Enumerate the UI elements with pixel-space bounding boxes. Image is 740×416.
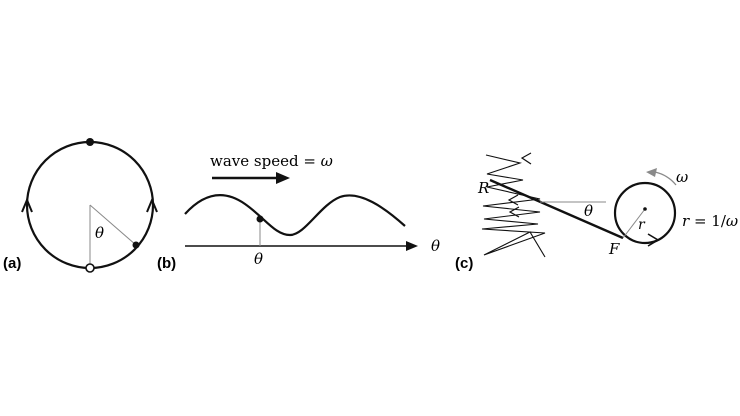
zigzag-arrow-1 [520,152,532,165]
omega-label: ω [676,168,688,186]
top-dot [86,138,94,146]
panel-label-a: (a) [3,255,21,272]
angle-ray [89,204,137,246]
zigzag-trace [481,154,546,258]
rotor-radius [622,208,646,239]
rotor-direction-arrow [647,233,660,247]
theta-tick-label: θ [254,250,263,268]
radius-label: r [638,217,646,233]
panel-label-c: (c) [455,255,473,272]
angle-theta-a: θ [95,224,104,242]
right-arrow [146,197,158,213]
panel-a: θ (a) [3,138,158,273]
panel-label-b: (b) [157,255,176,272]
zigzag-arrow-3 [508,206,520,218]
radius-relation-equals: = 1/ [689,212,727,230]
angle-theta-c: θ [584,202,593,220]
radius-relation-omega: ω [726,212,738,230]
left-arrow [21,197,33,213]
wave-speed-text: wave speed = [210,152,321,170]
rod-RF [489,178,624,240]
wave-speed-label: wave speed = ω [210,152,333,170]
rotor-circle [613,181,677,245]
radius-relation-r: r [682,212,690,230]
wave-speed-arrow-head [276,172,290,184]
point-F-label: F [608,240,620,258]
theta-axis-arrowhead [406,241,418,251]
panel-c: θ ω r r = 1/ω R F (c) [455,152,738,272]
point-R-label: R [477,179,489,197]
rotor-center [643,207,647,211]
omega-arc-head [646,168,657,177]
panel-b: wave speed = ω θ θ (b) [157,152,440,272]
radius-relation: r = 1/ω [682,212,738,230]
theta-axis-label: θ [431,237,440,255]
omega-arc [654,171,677,186]
wave-dot [256,215,264,223]
side-dot [132,241,140,249]
zigzag-arrow-2 [507,194,519,206]
sine-wave [184,194,406,237]
wave-speed-omega: ω [321,152,333,170]
bottom-open-dot [85,263,95,273]
